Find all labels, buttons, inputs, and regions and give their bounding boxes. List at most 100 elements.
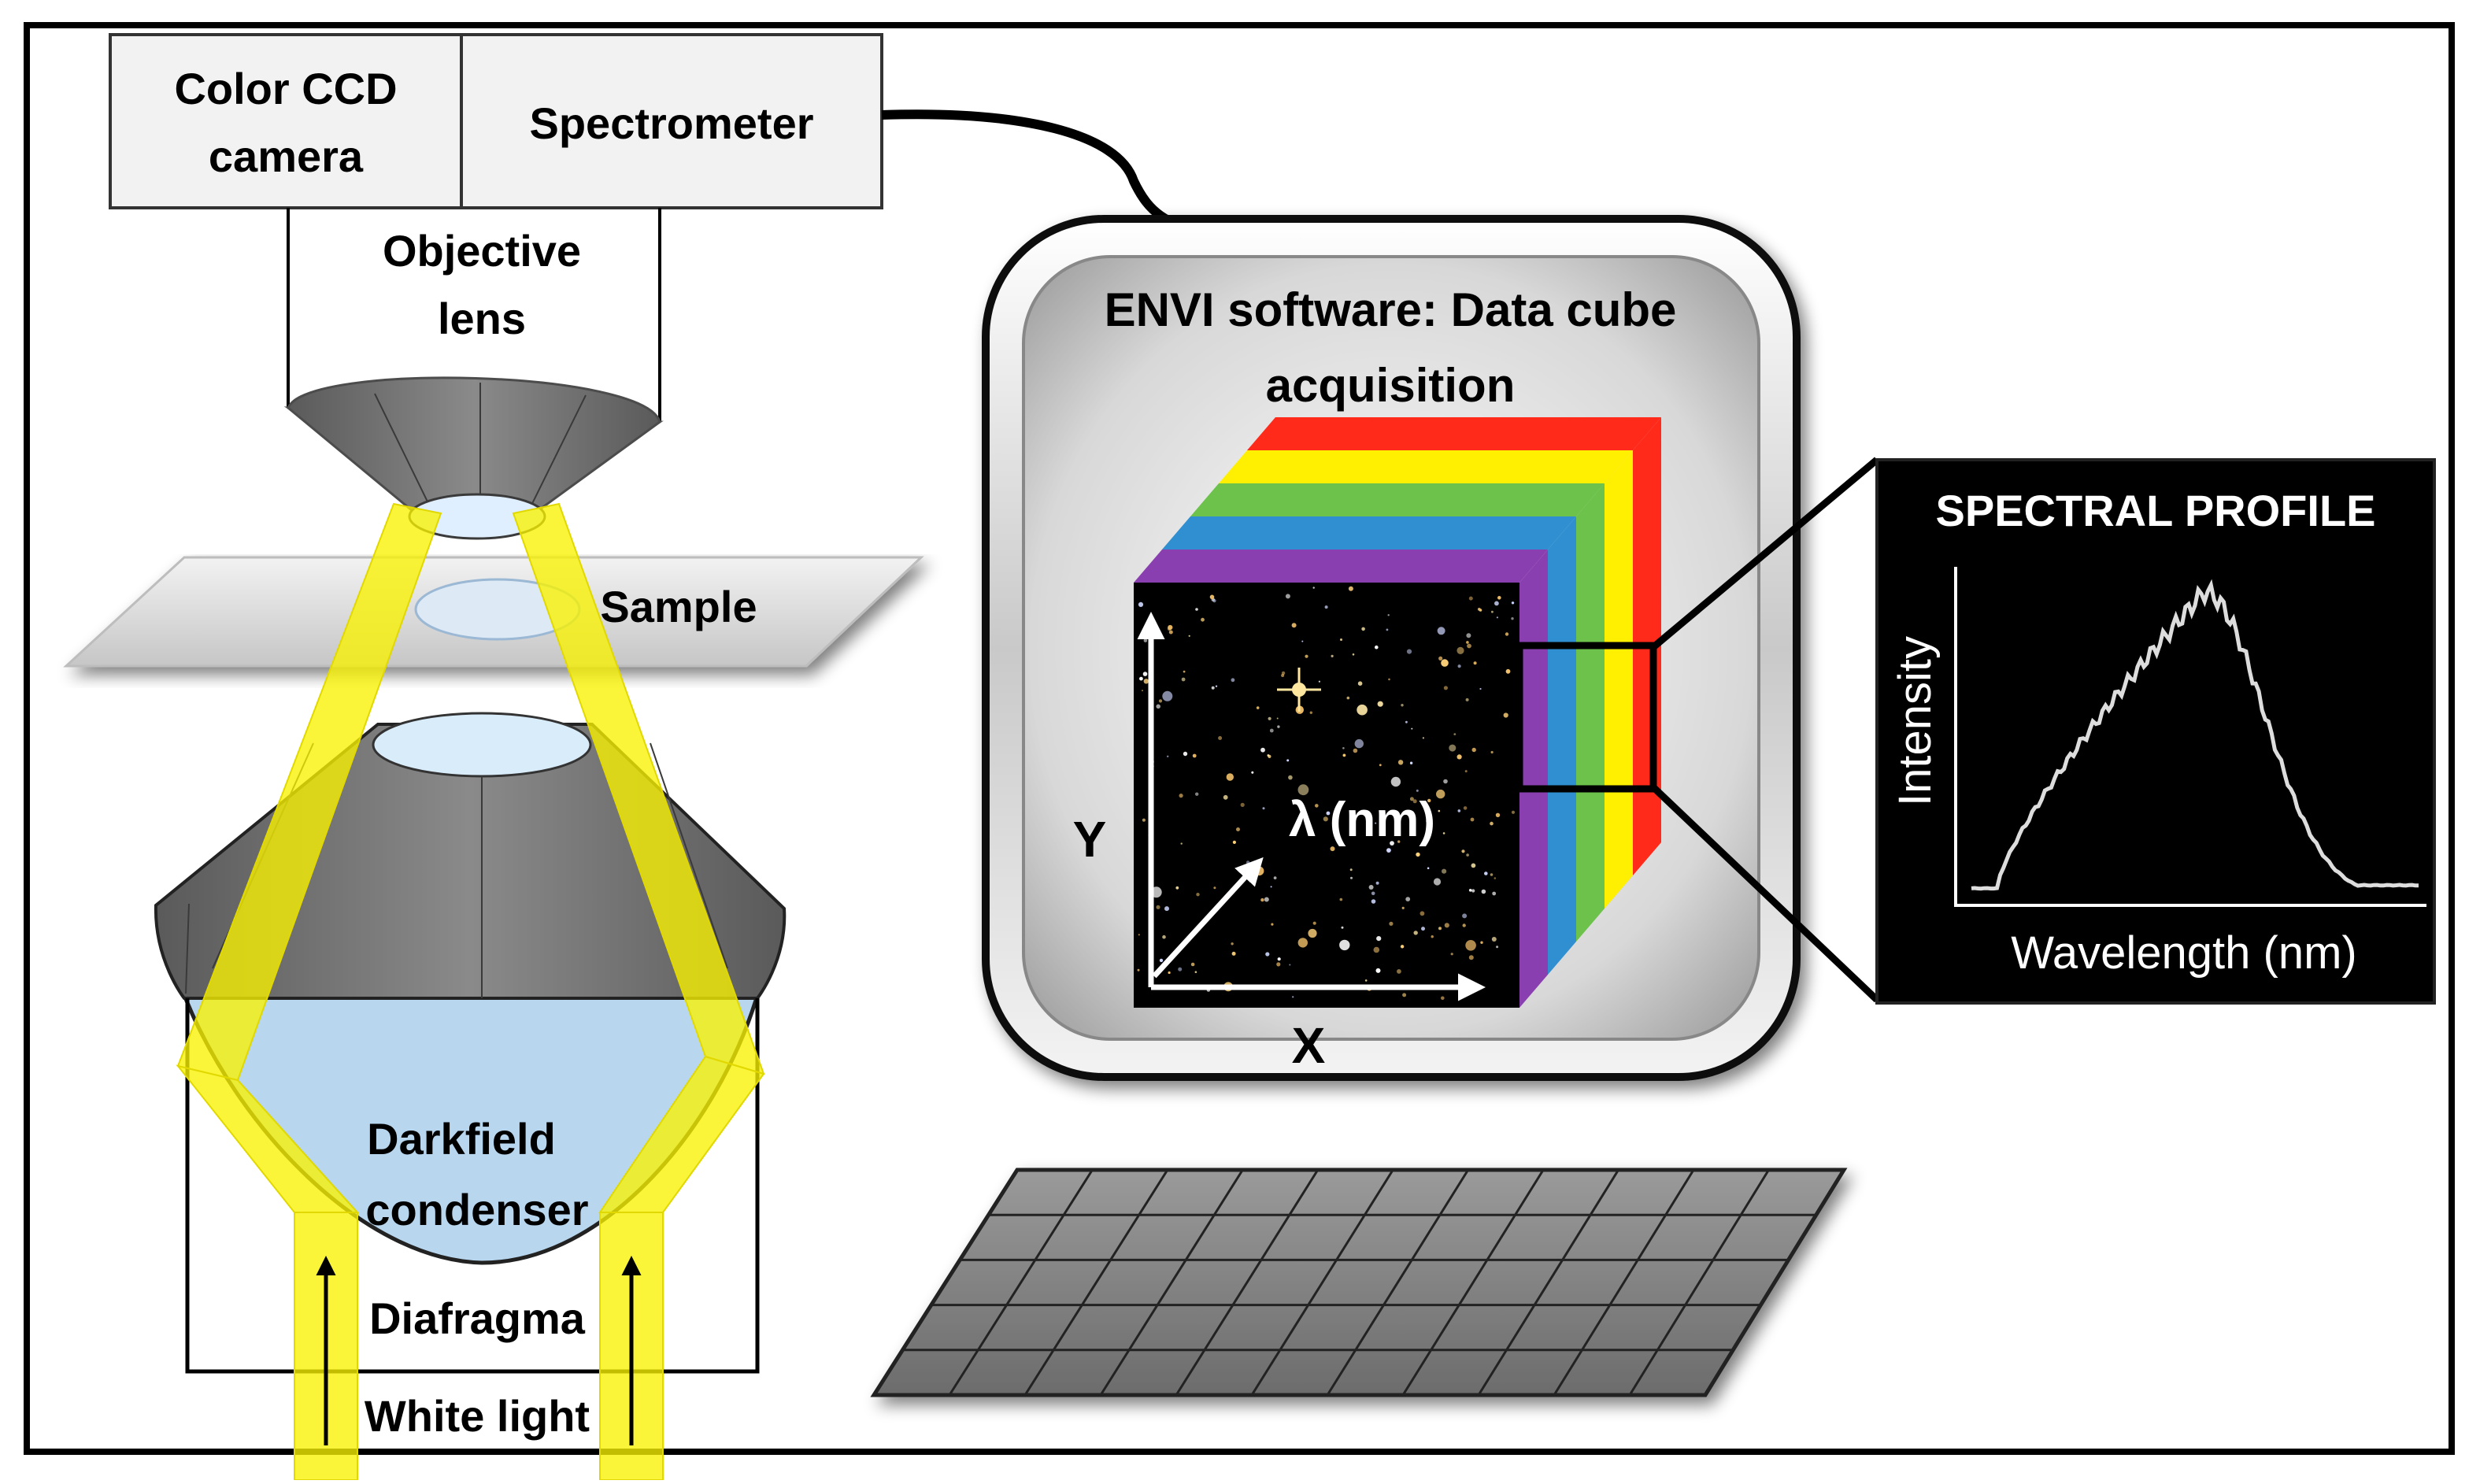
keyboard-column-line [1250, 1169, 1394, 1396]
star [1438, 656, 1443, 661]
spectral-panel-xlabel: Wavelength (nm) [2011, 927, 2356, 979]
star [1209, 594, 1215, 600]
star [1421, 927, 1425, 931]
star [1156, 905, 1160, 909]
star [1271, 923, 1274, 926]
star [1490, 750, 1494, 754]
star [1511, 601, 1515, 605]
spectral-panel-title: SPECTRAL PROFILE [1935, 486, 2375, 535]
star [1457, 646, 1464, 655]
star [1312, 587, 1315, 589]
star [1401, 704, 1404, 707]
star [1443, 686, 1448, 690]
camera-box [109, 33, 463, 209]
star [1481, 889, 1486, 894]
star [1457, 754, 1462, 760]
star [1397, 760, 1404, 765]
star [1309, 711, 1313, 714]
star [1286, 759, 1290, 762]
objective-lens [283, 376, 664, 540]
star [1457, 809, 1461, 812]
star [1468, 955, 1474, 960]
keyboard-column-line [1175, 1169, 1320, 1396]
star [1497, 596, 1501, 600]
star [1281, 671, 1286, 675]
star [1264, 897, 1269, 902]
star [1297, 784, 1309, 796]
star [1376, 936, 1382, 942]
star [1276, 717, 1279, 720]
star [1390, 841, 1394, 846]
star [1443, 779, 1448, 784]
star [1175, 886, 1179, 890]
star [1231, 678, 1235, 683]
star [1470, 817, 1475, 822]
star [1331, 654, 1334, 658]
star [1143, 679, 1149, 684]
star [1416, 852, 1420, 857]
keyboard [870, 1168, 1848, 1397]
beam-right-upper [512, 502, 765, 1075]
star [1354, 738, 1364, 749]
star [1357, 681, 1363, 686]
cube-band-side-3 [1548, 516, 1576, 975]
star [1511, 617, 1514, 620]
star [1462, 923, 1466, 927]
star [1433, 878, 1442, 886]
star [1437, 627, 1445, 635]
star [1340, 638, 1342, 641]
star [1158, 699, 1163, 703]
x-axis-label: X [1292, 1017, 1326, 1074]
star [1181, 677, 1186, 682]
star [1256, 706, 1260, 709]
objective-label-line2: lens [438, 294, 526, 343]
star [1201, 617, 1205, 622]
star [1213, 886, 1216, 890]
star [1416, 789, 1419, 792]
star [1409, 761, 1413, 764]
cube-band-top-0 [1247, 417, 1661, 450]
star [1484, 872, 1488, 875]
star [1427, 798, 1431, 803]
star [1505, 632, 1509, 636]
star [1438, 927, 1442, 931]
star [1289, 964, 1291, 966]
star [1405, 897, 1411, 901]
star [1480, 941, 1483, 944]
star [1397, 969, 1401, 974]
cube-band-top-1 [1219, 450, 1633, 483]
star [1231, 951, 1236, 956]
keyboard-column-line [1401, 1169, 1545, 1396]
camera-label-line1: Color CCD [174, 64, 397, 113]
star [1269, 728, 1274, 733]
star [1226, 773, 1234, 781]
star [1178, 967, 1183, 971]
camera-label-line2: camera [209, 131, 364, 181]
star [1477, 608, 1481, 611]
star [1390, 776, 1401, 787]
star [1408, 812, 1413, 816]
star [1468, 596, 1473, 601]
star [1142, 818, 1146, 822]
star [1231, 942, 1234, 946]
star [1387, 614, 1390, 616]
star [1505, 668, 1511, 674]
star [1180, 842, 1183, 845]
star [1292, 996, 1294, 998]
callout-line-top [1651, 457, 1879, 650]
keyboard-column-line [1553, 1169, 1695, 1396]
star [1260, 747, 1265, 753]
spectral-profile-panel: SPECTRAL PROFILE Wavelength (nm) Intensi… [1875, 458, 2436, 1005]
cube-band-top-2 [1190, 483, 1605, 516]
keyboard-column-line [1477, 1169, 1619, 1396]
star [1467, 643, 1471, 649]
star [1496, 616, 1498, 619]
star [1346, 696, 1350, 700]
cube-band-top-3 [1162, 516, 1576, 550]
star [1411, 727, 1413, 730]
star [1375, 881, 1379, 885]
star [1479, 687, 1482, 690]
star [1492, 891, 1497, 896]
star [1462, 913, 1468, 919]
